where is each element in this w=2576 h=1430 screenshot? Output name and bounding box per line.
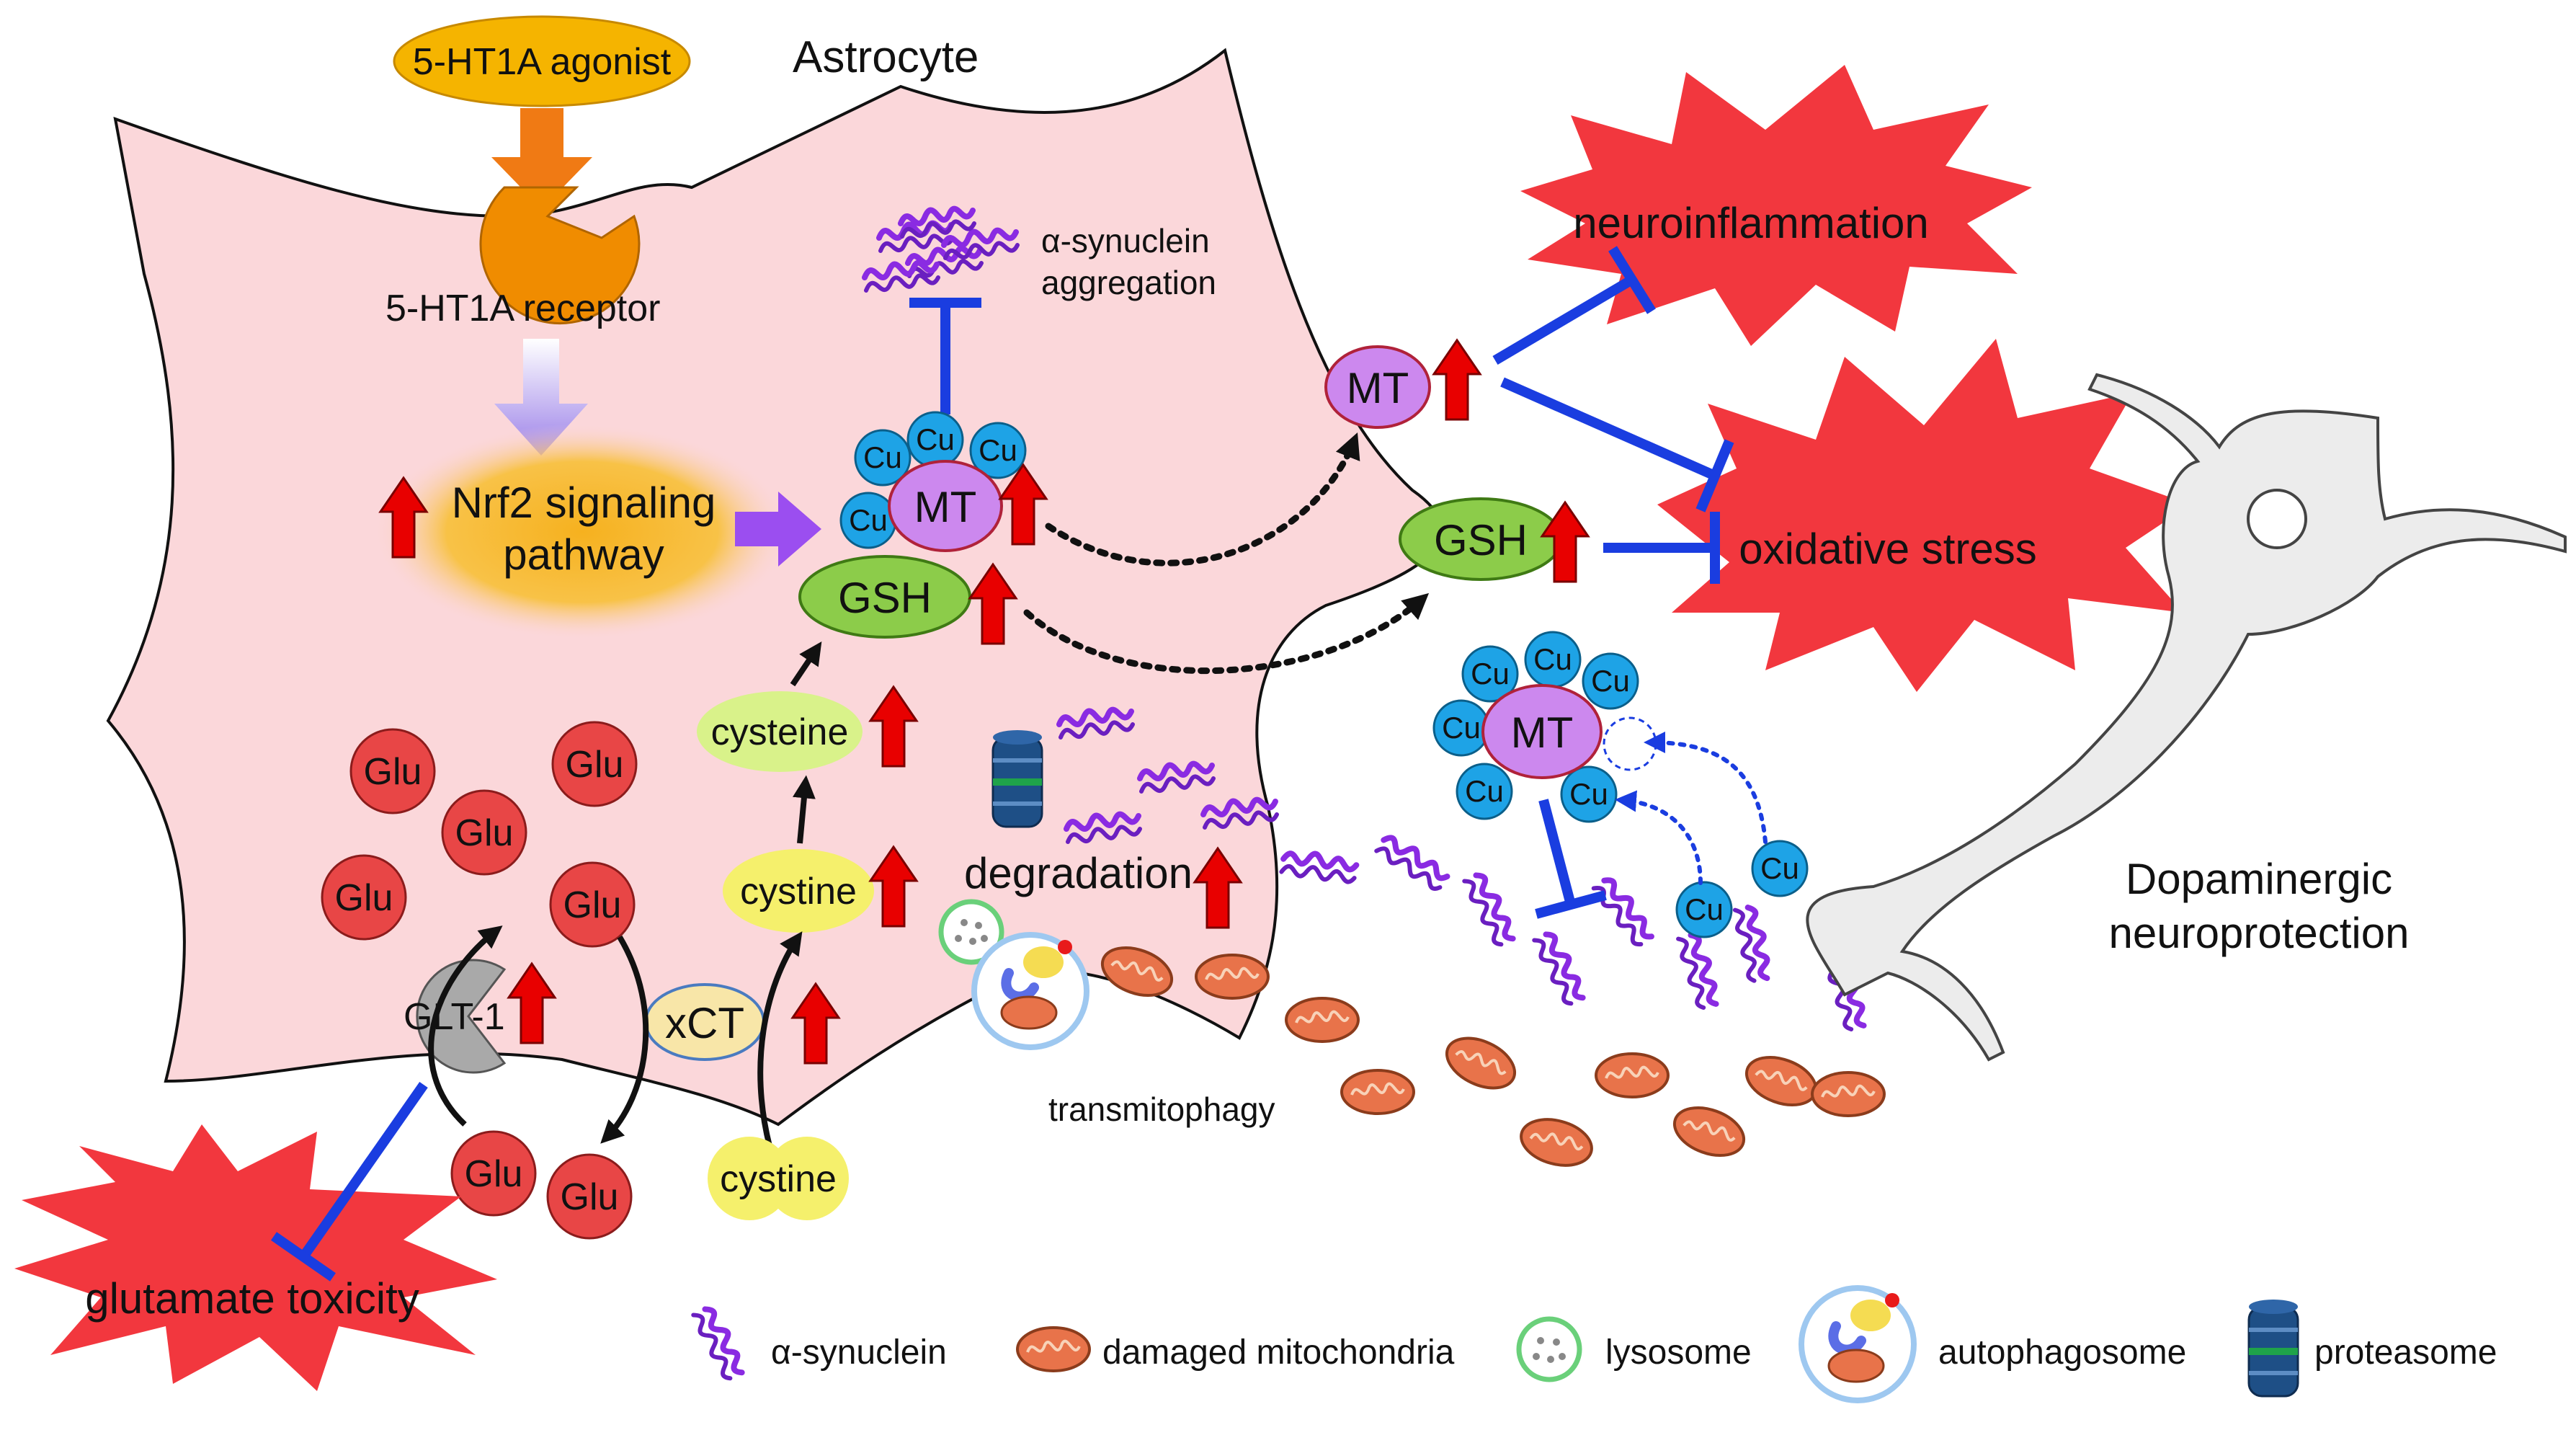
svg-text:Cu: Cu (979, 433, 1017, 467)
nrf2-label-line1: Nrf2 signaling (452, 479, 716, 527)
svg-text:Cu: Cu (1442, 711, 1481, 745)
cu-binding-arrow-1 (1644, 732, 1768, 844)
cysteine-label: cysteine (711, 711, 849, 753)
cysteine-to-gsh-arrow (790, 641, 822, 687)
cu-binding-arrow-2 (1615, 790, 1703, 885)
agonist-oval (393, 15, 691, 107)
svg-text:Glu: Glu (364, 751, 422, 793)
glutamate-toxicity-star (14, 1124, 497, 1391)
svg-text:Glu: Glu (465, 1153, 523, 1195)
mt-secretion-arrow (1045, 432, 1360, 567)
svg-text:Glu: Glu (561, 1176, 619, 1218)
svg-text:Glu: Glu (566, 744, 624, 786)
mt-cu-complex-outside: Cu Cu Cu Cu Cu Cu MT (1432, 631, 1657, 823)
cystine-label-inside: cystine (740, 871, 857, 912)
svg-text:Cu: Cu (1465, 774, 1504, 808)
asyn-aggregation-line2: aggregation (1041, 264, 1216, 301)
glt1-inhibit-toxicity (271, 1081, 428, 1282)
svg-text:Cu: Cu (849, 503, 888, 537)
nrf2-glow (373, 424, 791, 640)
mt-label-astro: MT (914, 483, 977, 531)
asyn-aggregation-line1: α-synuclein (1041, 222, 1210, 259)
cystine-label-outside: cystine (720, 1158, 837, 1200)
gsh-secretion-arrow (1023, 592, 1430, 675)
legend-mito-label: damaged mitochondria (1102, 1333, 1455, 1372)
legend-proteasome-icon (2249, 1300, 2298, 1396)
glt1-uptake-arrow (428, 925, 503, 1127)
gsh-label-outside: GSH (1434, 516, 1528, 564)
mt-inhibit-asyn-outside (1535, 799, 1607, 919)
gsh-label-astro: GSH (838, 574, 932, 622)
svg-text:Cu: Cu (1569, 777, 1608, 811)
legend-asyn-label: α-synuclein (771, 1333, 947, 1372)
neuroprotection-line1: Dopaminergic (2126, 855, 2392, 903)
glu-molecules: Glu Glu Glu Glu Glu Glu Glu (321, 721, 638, 1240)
degradation-label: degradation (964, 849, 1193, 897)
svg-text:Cu: Cu (1685, 892, 1724, 926)
legend-autophagosome-icon (1799, 1285, 1917, 1403)
nrf2-label-line2: pathway (503, 530, 664, 579)
svg-text:Cu: Cu (1471, 657, 1510, 690)
legend-proteasome-label: proteasome (2314, 1333, 2497, 1372)
legend-lysosome-icon (1516, 1316, 1582, 1382)
dopaminergic-neuron (1806, 373, 2567, 1062)
transmitophagy-label: transmitophagy (1048, 1091, 1275, 1128)
autophagosome-astro (971, 932, 1089, 1050)
damaged-mitochondria (1094, 937, 1886, 1174)
legend: α-synuclein damaged mitochondria lysosom… (693, 1285, 2497, 1403)
cysteine-oval (697, 691, 863, 772)
xct-glu-export-arrow (600, 935, 649, 1144)
agonist-arrow (491, 108, 592, 209)
svg-text:Cu: Cu (863, 440, 902, 474)
legend-autophagosome-label: autophagosome (1938, 1333, 2186, 1372)
xct-label: xCT (665, 999, 744, 1047)
svg-text:Glu: Glu (335, 877, 393, 919)
xct-cystine-import-arrow (757, 931, 803, 1147)
nrf2-to-mt-arrow (735, 492, 821, 567)
legend-asyn-icon (693, 1304, 744, 1382)
agonist-label: 5-HT1A agonist (413, 41, 672, 83)
oxidative-stress-star (1657, 339, 2191, 692)
mt-oval-outside (1324, 345, 1431, 429)
gsh-inhibit-oxidative (1603, 512, 1720, 584)
receptor-shape (479, 186, 641, 325)
mt-cu-complex-astro: Cu Cu Cu Cu MT (839, 411, 1027, 552)
neuroinflammation-label: neuroinflammation (1573, 199, 1929, 247)
mt-label-outside: MT (1347, 364, 1409, 412)
neuron-nucleus (2247, 489, 2307, 549)
lysosome-astro (938, 899, 1004, 965)
glt1-label: GLT-1 (404, 996, 505, 1038)
proteasome-astro (993, 730, 1042, 827)
svg-text:Glu: Glu (563, 884, 622, 926)
svg-text:Cu: Cu (1591, 664, 1630, 698)
mt-label-cu-outside: MT (1511, 709, 1574, 757)
svg-text:Cu: Cu (916, 422, 955, 456)
mt-inhibit-neuroinflammation (1492, 246, 1656, 365)
glutamate-toxicity-label: glutamate toxicity (85, 1274, 419, 1323)
astrocyte-cell (106, 48, 1443, 1127)
oxidative-stress-label: oxidative stress (1739, 525, 2037, 573)
cystine-to-cysteine-arrow (792, 775, 816, 844)
free-cu: Cu Cu (1675, 840, 1809, 938)
svg-text:Glu: Glu (455, 812, 514, 854)
cystine-outside (708, 1137, 849, 1220)
legend-lysosome-label: lysosome (1605, 1333, 1752, 1372)
svg-text:Cu: Cu (1760, 851, 1799, 885)
mt-inhibit-oxidative (1500, 377, 1734, 512)
neuroinflammation-star (1520, 65, 2032, 346)
neuroprotection-line2: neuroprotection (2109, 909, 2410, 957)
svg-text:Cu: Cu (1533, 642, 1572, 676)
cystine-oval-inside (723, 849, 874, 933)
legend-mito-icon (1016, 1326, 1091, 1372)
receptor-label: 5-HT1A receptor (385, 288, 661, 329)
astrocyte-title: Astrocyte (793, 32, 979, 82)
mt-up-arrow-outside (1432, 339, 1481, 421)
mt-inhibit-aggregation (909, 298, 981, 414)
